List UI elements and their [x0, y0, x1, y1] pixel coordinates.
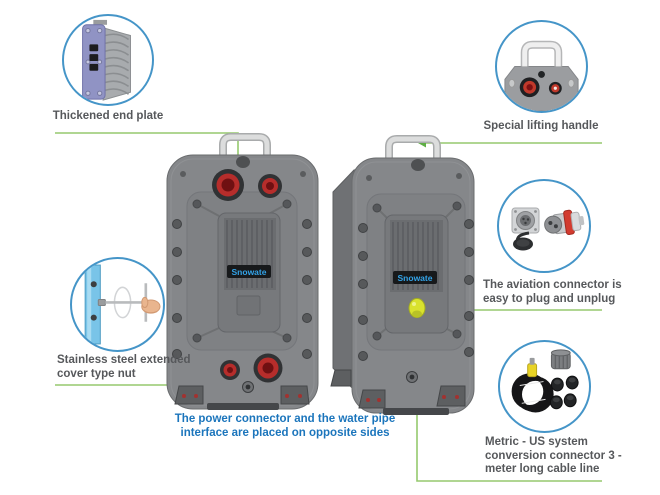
- side-bolts: [172, 219, 312, 359]
- label-text: conversion connector 3 -: [485, 449, 622, 462]
- device-handle: [385, 135, 441, 160]
- callout-circle-end-plate: [62, 14, 154, 106]
- bolt: [456, 173, 462, 179]
- water-port-small: [220, 360, 240, 380]
- label-text: The aviation connector is: [483, 279, 622, 291]
- feet: [330, 369, 466, 415]
- feet: [174, 385, 310, 410]
- label-nut: Stainless steel extended cover type nut: [57, 354, 247, 381]
- logo-plate: [227, 265, 271, 278]
- aviation-connector-icon: [511, 207, 585, 251]
- top-knob: [236, 156, 250, 168]
- bolt: [180, 171, 186, 177]
- panel-port-cover: [236, 295, 261, 316]
- brand-logo: Snowate: [398, 273, 433, 283]
- label-text: easy to plug and unplug: [483, 292, 616, 305]
- conversion-fitting: [550, 349, 571, 370]
- label-cable: Metric - US system conversion connector …: [485, 436, 635, 477]
- note-text: The power connector and the water pipe: [174, 413, 396, 425]
- callout-circle-cable: [498, 340, 591, 433]
- lifting-handle-icon: [504, 40, 579, 111]
- label-text: Metric - US system: [485, 436, 588, 448]
- label-lifting-handle: Special lifting handle: [451, 120, 631, 134]
- callout-circle-nut: [70, 257, 165, 352]
- device-handle-highlight: [220, 134, 270, 158]
- brand-logo: Snowate: [232, 267, 267, 277]
- label-text: cover type nut: [57, 367, 136, 380]
- callout-circle-aviation-connector: [497, 179, 591, 273]
- panel-ridges: [392, 222, 439, 290]
- device-side-view: Snowate: [330, 135, 475, 415]
- label-text: Special lifting handle: [483, 120, 599, 132]
- device-handle-highlight: [386, 136, 440, 160]
- callout-circle-lifting-handle: [495, 20, 588, 113]
- water-port-large: [212, 169, 244, 201]
- cable-kit-icon: [511, 349, 579, 413]
- water-port-small: [258, 174, 282, 198]
- cover-nut: [406, 371, 418, 383]
- label-text: Stainless steel extended: [57, 354, 191, 366]
- label-text: meter long cable line: [485, 463, 600, 475]
- device-side-face: [332, 168, 355, 392]
- logo-plate: [393, 271, 437, 284]
- hand: [141, 296, 161, 314]
- side-bolts: [358, 219, 474, 361]
- water-port-large: [253, 353, 283, 383]
- device-front-view: Snowate: [166, 133, 319, 410]
- power-connector-yellow: [408, 298, 426, 318]
- panel-ridges: [226, 220, 273, 288]
- end-plate-icon: [82, 19, 131, 101]
- cover-nut: [242, 381, 254, 393]
- note-power-connector: The power connector and the water pipe i…: [170, 413, 400, 440]
- plate-screws: [192, 199, 292, 343]
- label-text: Thickened end plate: [52, 110, 164, 122]
- note-text: interface are placed on opposite sides: [180, 426, 390, 439]
- label-end-plate: Thickened end plate: [18, 110, 198, 124]
- nut-wrench-icon: [84, 264, 161, 345]
- label-aviation-connector: The aviation connector is easy to plug a…: [483, 279, 633, 306]
- top-knob: [411, 159, 425, 171]
- bolt: [300, 171, 306, 177]
- plate-screws: [372, 201, 462, 341]
- bolt: [366, 175, 372, 181]
